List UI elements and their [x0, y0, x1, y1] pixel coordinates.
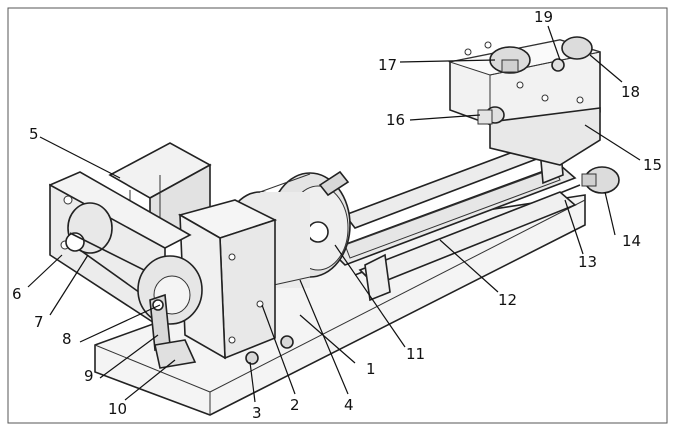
label-3: 3	[252, 404, 262, 422]
knob-top	[489, 46, 531, 74]
label-6: 6	[12, 285, 22, 303]
label-19: 19	[534, 8, 553, 26]
label-13: 13	[578, 253, 597, 271]
label-9: 9	[84, 367, 94, 385]
frame-border	[7, 7, 668, 424]
screw-16	[477, 106, 505, 125]
label-12: 12	[498, 291, 517, 309]
belt-drive	[65, 202, 203, 325]
label-7: 7	[34, 313, 44, 331]
bolts	[245, 335, 294, 365]
guide-rails	[328, 139, 581, 286]
label-16: 16	[386, 111, 405, 129]
label-2: 2	[290, 396, 300, 414]
label-11: 11	[406, 345, 425, 363]
label-10: 10	[108, 400, 127, 418]
label-8: 8	[62, 330, 72, 348]
label-18: 18	[621, 83, 640, 101]
label-14: 14	[622, 232, 641, 250]
label-17: 17	[378, 56, 397, 74]
label-5: 5	[29, 125, 39, 143]
knob-side	[551, 36, 593, 72]
label-4: 4	[344, 396, 354, 414]
leader-lines	[27, 25, 641, 403]
knob-14	[581, 166, 620, 194]
label-15: 15	[643, 156, 662, 174]
label-1: 1	[366, 360, 376, 378]
